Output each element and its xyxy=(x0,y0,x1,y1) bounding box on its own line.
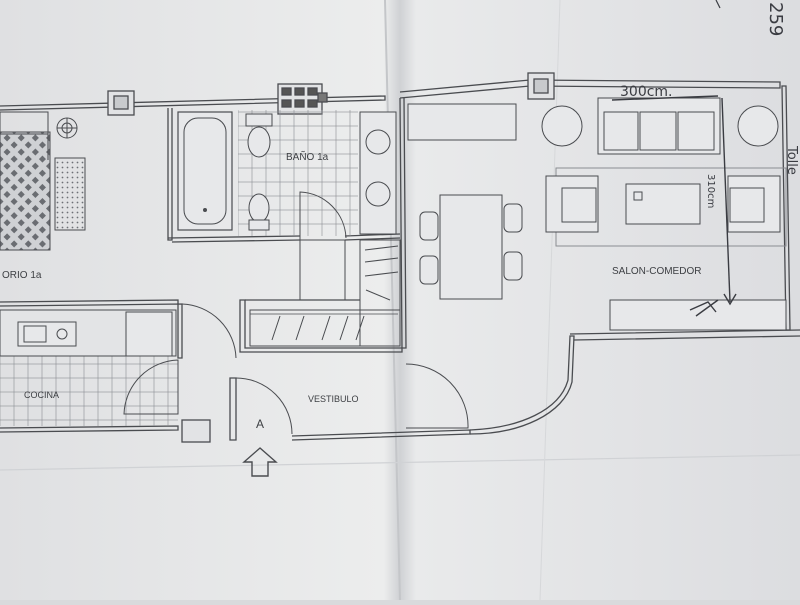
room-label-salon: SALON-COMEDOR xyxy=(612,266,701,277)
armchair-right xyxy=(727,175,781,233)
vestibule: VESTIBULO A xyxy=(235,363,469,477)
kitchen-door-2 xyxy=(123,359,179,415)
dining-table xyxy=(419,194,523,300)
bathtub xyxy=(177,111,233,231)
room-label-bano: BAÑO 1a xyxy=(286,150,329,163)
side-table-left xyxy=(541,105,583,147)
wall-salon-bottom xyxy=(569,329,800,341)
wall-curve xyxy=(469,335,575,435)
kitchen: COCINA xyxy=(0,303,237,426)
bedroom: ORIO 1a xyxy=(0,111,86,281)
paper-crease xyxy=(539,0,561,601)
armchair-left xyxy=(545,175,599,233)
hand-note-width: 300cm. xyxy=(620,84,673,100)
bathroom: BAÑO 1a xyxy=(177,110,397,301)
nightstand xyxy=(0,111,49,135)
coffee-table xyxy=(625,183,701,225)
hand-note-depth: 310cm xyxy=(705,174,716,208)
dimension-line-vertical xyxy=(721,97,731,303)
wall-middle xyxy=(0,299,183,359)
room-label-vestibulo: VESTIBULO xyxy=(308,394,359,404)
wall-top-left xyxy=(0,95,386,111)
wall-bath-bottom xyxy=(167,235,301,243)
column xyxy=(181,419,211,443)
entrance-mark: A xyxy=(256,417,264,431)
entrance-door xyxy=(235,377,293,435)
wall-top-right xyxy=(399,79,781,99)
wall-salon-right xyxy=(781,85,791,331)
wall-entry-jamb xyxy=(229,377,237,441)
up-arrow-icon xyxy=(242,447,278,477)
fridge xyxy=(125,311,173,357)
sofa xyxy=(597,97,721,155)
bed xyxy=(0,131,51,251)
sink-icon xyxy=(359,111,397,235)
salon-door xyxy=(405,363,469,429)
storage-closet xyxy=(249,239,401,347)
salon-comedor: SALON-COMEDOR xyxy=(407,97,787,331)
toilet-icon xyxy=(245,113,273,158)
hand-note-corner: 259 xyxy=(765,2,786,36)
kitchen-sink-icon xyxy=(17,321,77,347)
ceiling-fan-icon xyxy=(56,117,78,139)
room-label-dormitorio: ORIO 1a xyxy=(2,270,42,281)
column-inner xyxy=(113,95,129,110)
paper-crease xyxy=(384,0,401,601)
hand-annotations xyxy=(611,95,737,317)
shelf-unit xyxy=(407,103,517,141)
side-table-right xyxy=(737,105,779,147)
walls xyxy=(0,72,800,443)
dimension-line-horizontal xyxy=(611,95,719,101)
kitchen-door xyxy=(181,303,237,359)
room-label-cocina: COCINA xyxy=(24,390,59,400)
hand-tick xyxy=(715,0,721,9)
column-inner xyxy=(533,78,549,94)
rug xyxy=(54,157,86,231)
wall-bottom-right xyxy=(291,429,471,441)
bidet-icon xyxy=(248,193,270,231)
wall-right-block xyxy=(399,97,407,349)
paper-crease xyxy=(0,454,800,471)
hand-note-side: Tolle xyxy=(784,145,799,175)
wall-bath-left xyxy=(167,108,173,241)
bath-door xyxy=(299,191,347,240)
wall-bottom-left xyxy=(0,425,179,433)
